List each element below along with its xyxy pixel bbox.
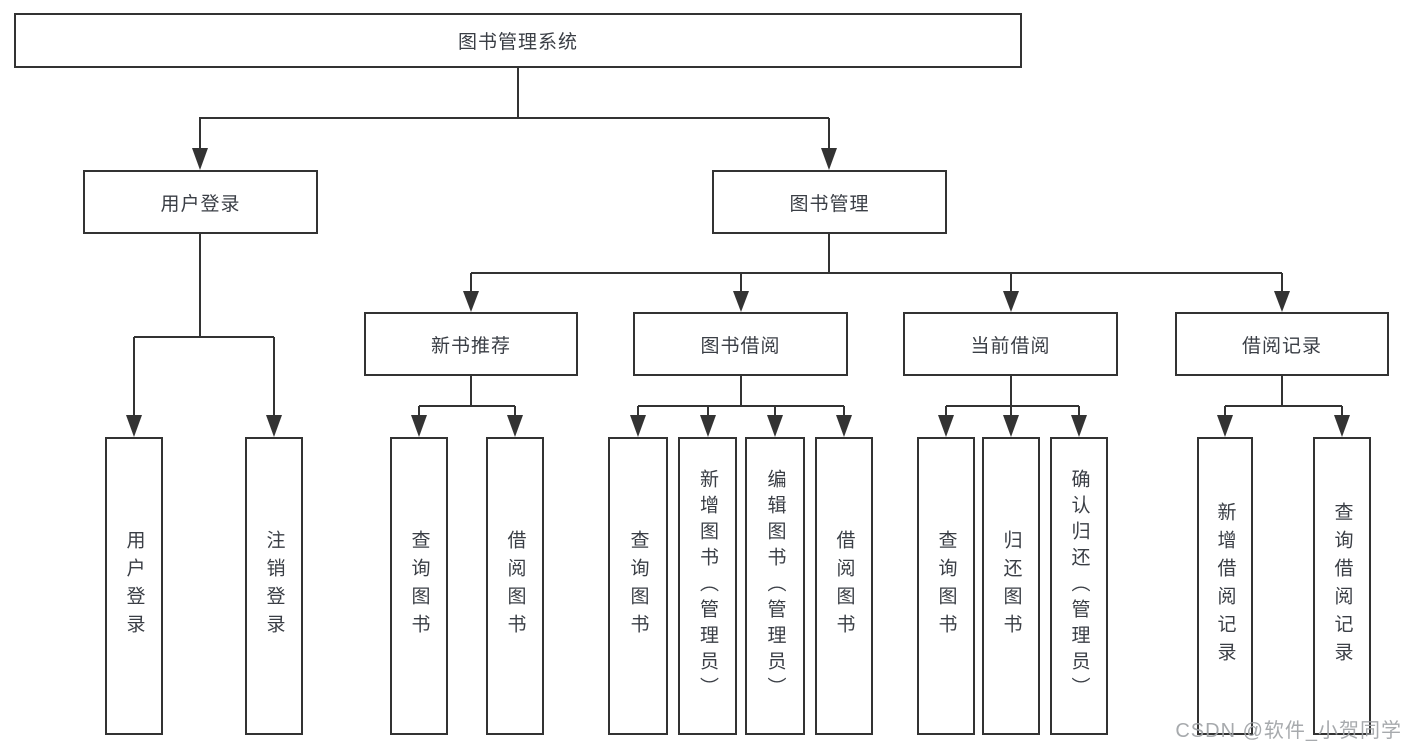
leaf-user-login: 用户登录: [105, 437, 163, 735]
leaf-label: 查询图书: [627, 530, 649, 642]
leaf-label: 归还图书: [1000, 530, 1022, 642]
leaf-newbook-borrow-books: 借阅图书: [486, 437, 544, 735]
arrowheads: [126, 148, 1350, 437]
leaf-label: 新增图书（管理员）: [697, 469, 718, 703]
node-label: 借阅记录: [1241, 335, 1322, 357]
leaf-borrow-edit-books-admin: 编辑图书（管理员）: [745, 437, 805, 735]
leaf-label: 借阅图书: [833, 530, 855, 642]
leaf-current-query-books: 查询图书: [917, 437, 975, 735]
node-new-book-recommend: 新书推荐: [364, 312, 578, 376]
node-current-borrow: 当前借阅: [903, 312, 1118, 376]
leaf-borrow-query-books: 查询图书: [608, 437, 668, 735]
node-label: 图书管理系统: [457, 32, 578, 53]
leaf-records-query-record: 查询借阅记录: [1313, 437, 1371, 735]
leaf-current-confirm-return-admin: 确认归还（管理员）: [1050, 437, 1108, 735]
leaf-newbook-query-books: 查询图书: [390, 437, 448, 735]
node-borrow-records: 借阅记录: [1175, 312, 1389, 376]
leaf-label: 新增借阅记录: [1214, 502, 1236, 670]
node-label: 图书管理: [789, 193, 870, 215]
node-book-borrow: 图书借阅: [633, 312, 848, 376]
node-book-management: 图书管理: [712, 170, 947, 234]
leaf-label: 编辑图书（管理员）: [764, 469, 786, 703]
leaf-borrow-add-books-admin: 新增图书（管理员）: [678, 437, 737, 735]
leaf-label: 查询图书: [935, 530, 957, 642]
leaf-records-add-record: 新增借阅记录: [1197, 437, 1253, 735]
node-label: 用户登录: [160, 193, 241, 215]
csdn-watermark: CSDN @软件_小贺同学: [1175, 720, 1402, 742]
leaf-label: 用户登录: [123, 530, 145, 642]
leaf-label: 注销登录: [263, 530, 285, 642]
node-label: 图书借阅: [700, 335, 781, 357]
node-user-login: 用户登录: [83, 170, 318, 234]
node-label: 新书推荐: [430, 335, 511, 357]
leaf-label: 确认归还（管理员）: [1068, 469, 1090, 703]
leaf-borrow-borrow-books: 借阅图书: [815, 437, 873, 735]
leaf-label: 查询借阅记录: [1331, 502, 1353, 670]
leaf-label: 借阅图书: [504, 530, 526, 642]
leaf-label: 查询图书: [408, 530, 430, 642]
node-label: 当前借阅: [970, 335, 1051, 357]
leaf-logout: 注销登录: [245, 437, 303, 735]
node-root-system: 图书管理系统: [14, 13, 1022, 68]
leaf-current-return-books: 归还图书: [982, 437, 1040, 735]
